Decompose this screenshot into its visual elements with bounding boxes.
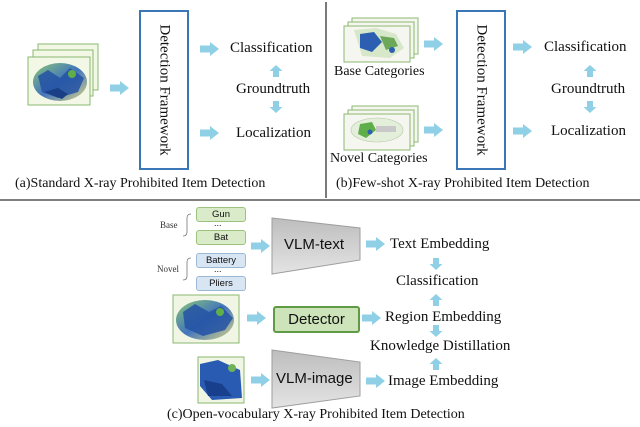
text-embedding-label: Text Embedding [390,236,490,252]
vlm-image-block [271,349,361,409]
region-embedding-label: Region Embedding [385,309,502,325]
detection-framework-label-a: Detection Framework [156,24,173,156]
base-categories-label: Base Categories [334,64,425,79]
base-group-label: Base [160,220,178,230]
classification-label-b: Classification [544,39,627,55]
vlm-image-label: VLM-image [276,370,353,387]
novel-categories-label: Novel Categories [330,151,428,166]
base-item-ellipsis: ... [214,218,222,228]
base-item-bat: Bat [196,230,246,245]
novel-category-images [343,105,419,151]
detection-framework-label-b: Detection Framework [473,24,490,156]
knowledge-distillation-label: Knowledge Distillation [370,338,511,354]
base-category-images [343,17,419,63]
novel-item-battery: Battery [196,253,246,268]
caption-b: (b)Few-shot X-ray Prohibited Item Detect… [336,176,590,191]
classification-label-c: Classification [396,273,479,289]
image-embedding-label: Image Embedding [388,373,499,389]
xray-image-detector-input [172,294,240,344]
xray-image-stack-a [27,43,99,106]
groundtruth-label-a: Groundtruth [236,81,311,97]
localization-label-b: Localization [551,123,626,139]
base-item-gun: Gun [196,207,246,222]
caption-a: (a)Standard X-ray Prohibited Item Detect… [15,176,266,191]
novel-item-pliers: Pliers [196,276,246,291]
caption-c: (c)Open-vocabulary X-ray Prohibited Item… [167,407,465,422]
classification-label-a: Classification [230,40,313,56]
groundtruth-label-b: Groundtruth [551,81,626,97]
novel-item-ellipsis: ... [214,264,222,274]
detection-framework-box-a: Detection Framework [139,10,189,170]
vlm-text-block [271,217,361,275]
detection-framework-box-b: Detection Framework [456,10,506,170]
detector-block: Detector [273,306,360,333]
novel-group-label: Novel [157,264,179,274]
vlm-text-label: VLM-text [284,236,345,253]
xray-image-crop [197,356,245,404]
localization-label-a: Localization [236,125,311,141]
